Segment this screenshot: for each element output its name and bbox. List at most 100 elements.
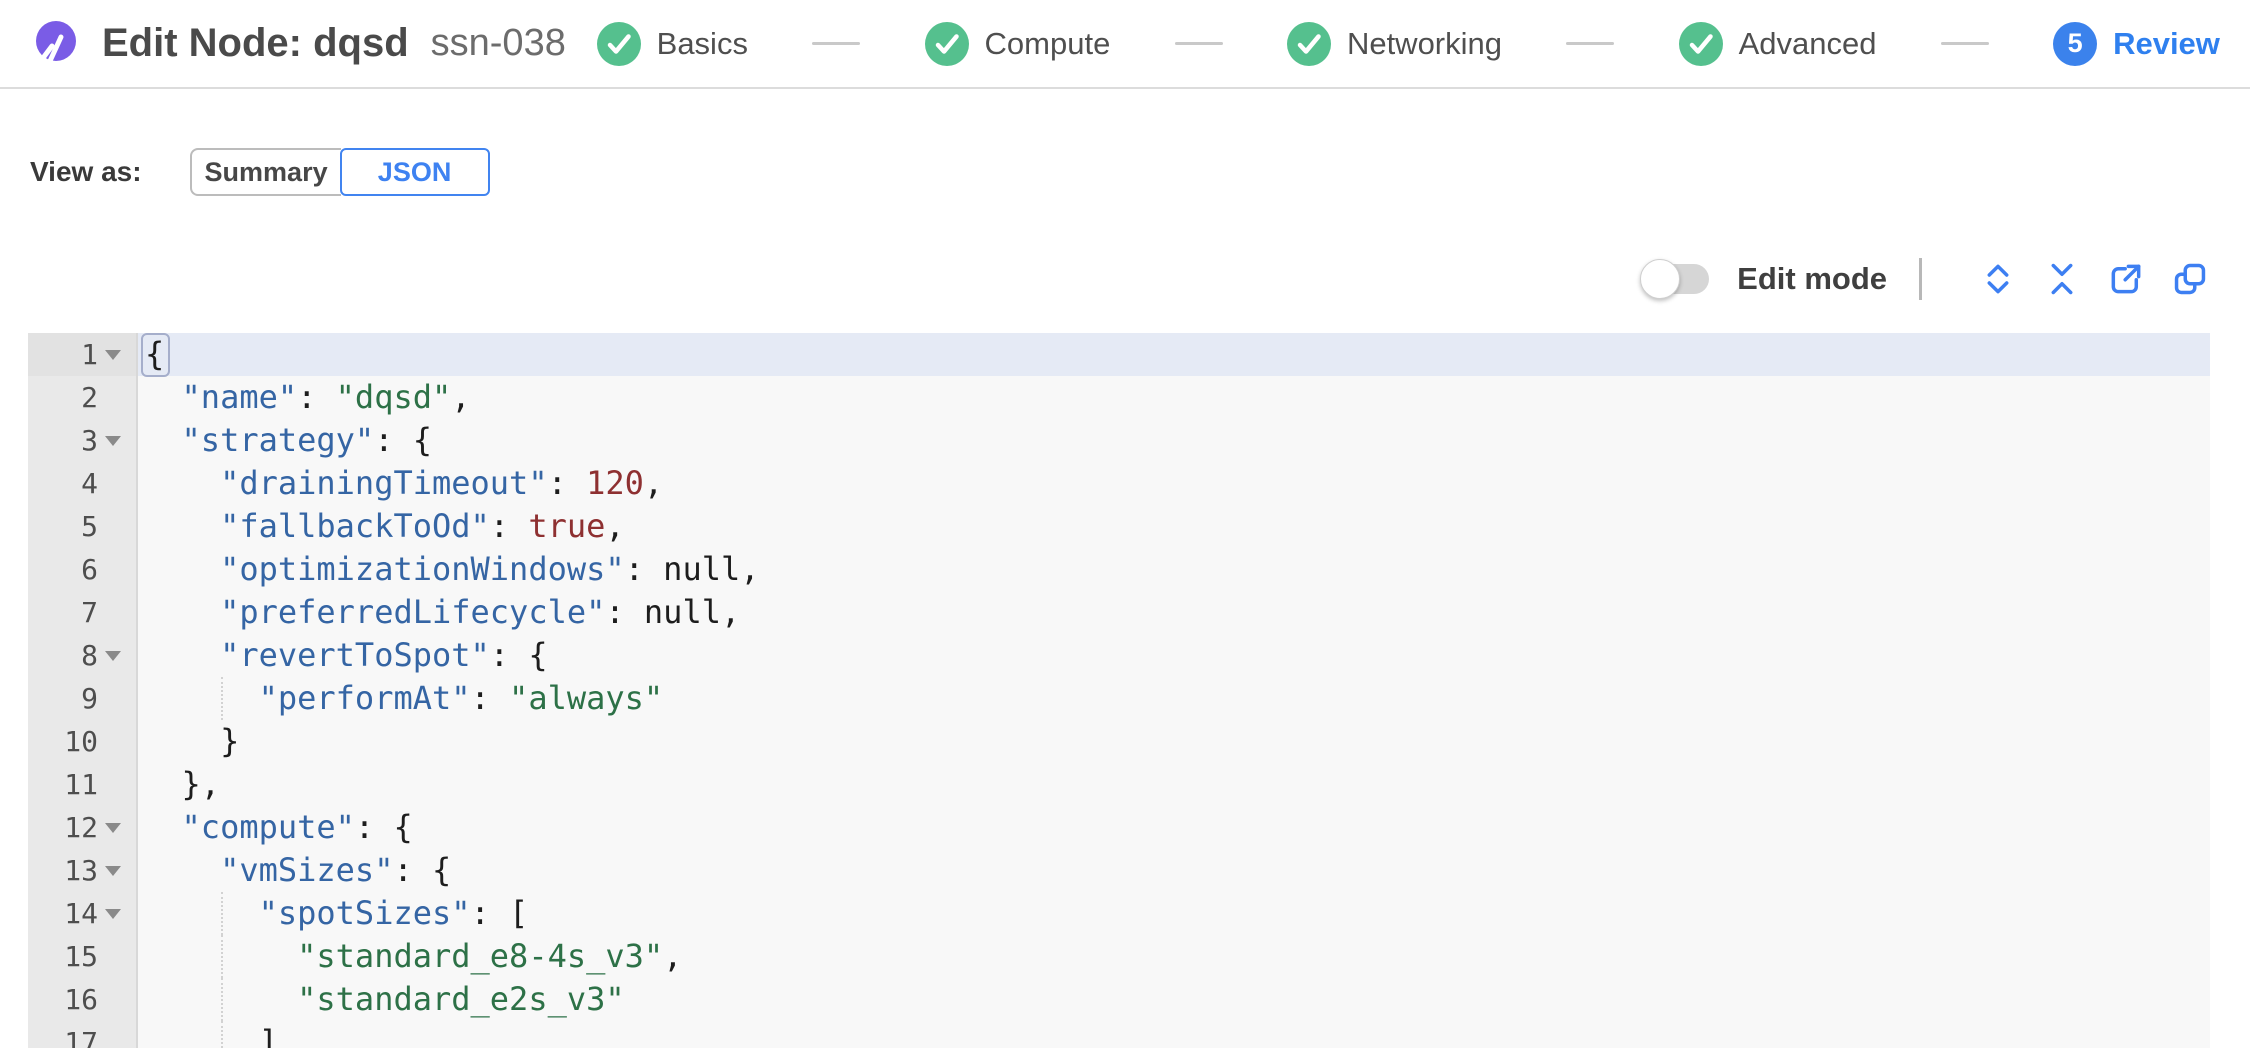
step-advanced[interactable]: Advanced: [1678, 21, 1877, 66]
code-token: ,: [663, 937, 683, 975]
edit-mode-label: Edit mode: [1737, 261, 1887, 296]
code-token: "standard_e2s_v3": [297, 980, 625, 1018]
export-icon[interactable]: [2106, 257, 2146, 301]
copy-icon[interactable]: [2170, 257, 2210, 301]
fold-slot: [98, 720, 128, 763]
code-line[interactable]: "strategy": {: [138, 419, 2210, 462]
fold-arrow-icon[interactable]: [105, 650, 121, 661]
node-id-subtitle: ssn-038: [430, 22, 566, 64]
code-line[interactable]: {: [138, 333, 2210, 377]
fold-arrow-icon[interactable]: [105, 822, 121, 833]
step-number-badge: 5: [2053, 21, 2098, 66]
fold-arrow-icon[interactable]: [105, 435, 121, 446]
code-line[interactable]: "standard_e8-4s_v3",: [138, 935, 2210, 978]
line-gutter: 3: [28, 419, 138, 462]
code-line[interactable]: "compute": {: [138, 806, 2210, 849]
spot-logo-icon: [30, 20, 78, 68]
step-basics[interactable]: Basics: [596, 21, 748, 66]
code-token: "compute": [181, 808, 355, 846]
code-token: "revertToSpot": [220, 636, 490, 674]
fold-slot: [98, 1021, 128, 1048]
editor-line[interactable]: 1{: [28, 333, 2210, 377]
code-line[interactable]: ],: [138, 1021, 2210, 1048]
editor-line[interactable]: 14 "spotSizes": [: [28, 892, 2210, 935]
line-gutter: 17: [28, 1021, 138, 1048]
line-gutter: 8: [28, 634, 138, 677]
code-token: ],: [258, 1023, 298, 1048]
code-token: :: [297, 378, 336, 416]
unfold-icon[interactable]: [1978, 257, 2018, 301]
code-line[interactable]: "vmSizes": {: [138, 849, 2210, 892]
line-gutter: 1: [28, 333, 138, 376]
editor-line[interactable]: 12 "compute": {: [28, 806, 2210, 849]
code-token: "vmSizes": [220, 851, 394, 889]
line-number: 5: [81, 510, 98, 543]
check-icon: [1286, 21, 1331, 66]
editor-line[interactable]: 11 },: [28, 763, 2210, 806]
editor-line[interactable]: 6 "optimizationWindows": null,: [28, 548, 2210, 591]
line-number: 16: [64, 983, 98, 1016]
code-line[interactable]: "drainingTimeout": 120,: [138, 462, 2210, 505]
editor-line[interactable]: 10 }: [28, 720, 2210, 763]
code-line[interactable]: "spotSizes": [: [138, 892, 2210, 935]
step-connector: [812, 42, 861, 45]
editor-line[interactable]: 2 "name": "dqsd",: [28, 376, 2210, 419]
code-line[interactable]: "revertToSpot": {: [138, 634, 2210, 677]
check-icon: [1678, 21, 1723, 66]
code-line[interactable]: "preferredLifecycle": null,: [138, 591, 2210, 634]
collapse-icon[interactable]: [2042, 257, 2082, 301]
fold-arrow-icon[interactable]: [105, 908, 121, 919]
code-token: "standard_e8-4s_v3": [297, 937, 664, 975]
step-compute[interactable]: Compute: [924, 21, 1110, 66]
code-token: :: [470, 679, 510, 717]
editor-line[interactable]: 13 "vmSizes": {: [28, 849, 2210, 892]
line-gutter: 9: [28, 677, 138, 720]
fold-slot: [98, 892, 128, 935]
editor-line[interactable]: 17 ],: [28, 1021, 2210, 1048]
editor-line[interactable]: 7 "preferredLifecycle": null,: [28, 591, 2210, 634]
editor-line[interactable]: 9 "performAt": "always": [28, 677, 2210, 720]
toolbar-divider: [1919, 258, 1922, 300]
code-token: : {: [489, 636, 548, 674]
code-token: 120: [586, 464, 644, 502]
line-gutter: 10: [28, 720, 138, 763]
fold-arrow-icon[interactable]: [105, 349, 121, 360]
editor-line[interactable]: 8 "revertToSpot": {: [28, 634, 2210, 677]
code-line[interactable]: "performAt": "always": [138, 677, 2210, 720]
summary-tab-button[interactable]: Summary: [189, 148, 341, 196]
json-editor[interactable]: 1{2 "name": "dqsd",3 "strategy": {4 "dra…: [28, 333, 2210, 1048]
line-number: 11: [64, 768, 98, 801]
code-line[interactable]: "name": "dqsd",: [138, 376, 2210, 419]
step-networking[interactable]: Networking: [1286, 21, 1502, 66]
fold-slot: [98, 548, 128, 591]
editor-line[interactable]: 3 "strategy": {: [28, 419, 2210, 462]
code-line[interactable]: }: [138, 720, 2210, 763]
line-gutter: 5: [28, 505, 138, 548]
editor-line[interactable]: 16 "standard_e2s_v3": [28, 978, 2210, 1021]
code-line[interactable]: "fallbackToOd": true,: [138, 505, 2210, 548]
line-gutter: 12: [28, 806, 138, 849]
code-token: "spotSizes": [258, 894, 471, 932]
fold-arrow-icon[interactable]: [105, 865, 121, 876]
code-line[interactable]: },: [138, 763, 2210, 806]
editor-line[interactable]: 15 "standard_e8-4s_v3",: [28, 935, 2210, 978]
code-line[interactable]: "optimizationWindows": null,: [138, 548, 2210, 591]
code-token: "preferredLifecycle": [220, 593, 606, 631]
step-label: Advanced: [1738, 25, 1877, 61]
edit-mode-toggle[interactable]: [1640, 259, 1710, 299]
code-line[interactable]: "standard_e2s_v3": [138, 978, 2210, 1021]
code-token: : {: [374, 421, 432, 459]
editor-toolbar: Edit mode: [0, 254, 2210, 304]
code-token: },: [181, 765, 221, 803]
editor-line[interactable]: 5 "fallbackToOd": true,: [28, 505, 2210, 548]
line-number: 2: [81, 381, 98, 414]
editor-line[interactable]: 4 "drainingTimeout": 120,: [28, 462, 2210, 505]
line-number: 7: [81, 596, 98, 629]
code-token: : {: [354, 808, 413, 846]
code-token: ,: [451, 378, 471, 416]
code-token: true: [528, 507, 606, 545]
json-tab-button[interactable]: JSON: [339, 148, 490, 196]
